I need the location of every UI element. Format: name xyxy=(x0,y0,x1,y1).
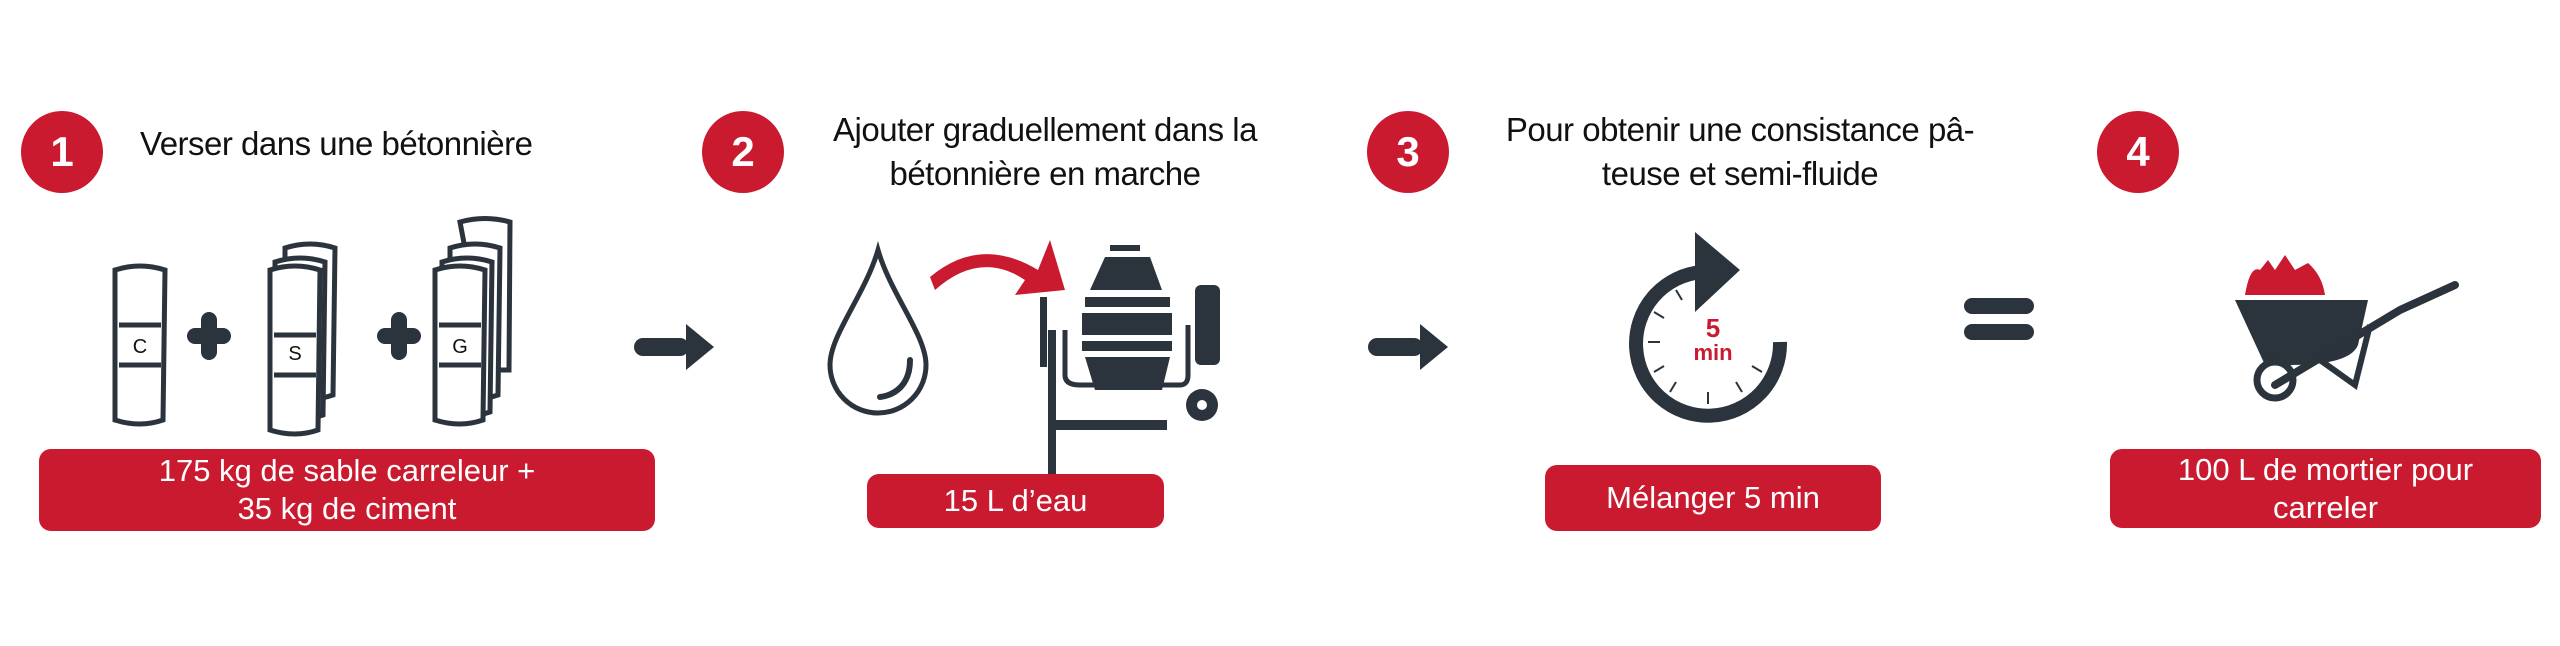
step-1-title-line: Verser dans une bétonnière xyxy=(140,125,533,162)
step-4-badge: 4 xyxy=(2097,111,2179,193)
step-1-badge: 1 xyxy=(21,111,103,193)
result-line: 100 L de mortier pour xyxy=(2177,451,2474,487)
step-2-badge: 2 xyxy=(702,111,784,193)
result-line: 15 L d’eau xyxy=(943,483,1088,518)
timer-value: 5 xyxy=(1706,313,1720,343)
timer-icon: 5 min xyxy=(1629,232,1788,423)
arrow-right-icon xyxy=(1368,324,1448,370)
step-3-result: Mélanger 5 min xyxy=(1545,465,1881,531)
step-1-result: 175 kg de sable carreleur + 35 kg de cim… xyxy=(39,449,655,531)
step-2-title-line: Ajouter graduellement dans la xyxy=(833,111,1257,148)
step-3-title-line: teuse et semi-fluide xyxy=(1601,155,1879,192)
result-line: 175 kg de sable carreleur + xyxy=(158,453,536,488)
bags-icon: C S G xyxy=(112,216,513,437)
bag-label: S xyxy=(288,343,301,365)
result-line: Mélanger 5 min xyxy=(1606,480,1820,515)
bag-label: G xyxy=(452,336,468,358)
step-1-title: Verser dans une bétonnière xyxy=(140,122,533,166)
equals-icon xyxy=(1964,298,2034,340)
step-2-title-line: bétonnière en marche xyxy=(889,155,1201,192)
wheelbarrow-icon xyxy=(2235,255,2459,402)
result-line: carreler xyxy=(2272,489,2379,525)
concrete-mixer-icon xyxy=(930,240,1220,482)
curved-arrow-icon xyxy=(930,240,1065,295)
result-line: 35 kg de ciment xyxy=(237,491,457,526)
timer-unit: min xyxy=(1693,340,1732,365)
arrow-right-icon xyxy=(634,324,714,370)
step-4-result: 100 L de mortier pour carreler xyxy=(2110,449,2541,528)
bag-label: C xyxy=(133,336,147,358)
step-2-title: Ajouter graduellement dans la bétonnière… xyxy=(780,108,1310,196)
step-3-title: Pour obtenir une consistance pâ- teuse e… xyxy=(1470,108,2010,196)
water-drop-icon xyxy=(827,241,929,416)
step-3-badge: 3 xyxy=(1367,111,1449,193)
step-2-result: 15 L d’eau xyxy=(867,474,1164,528)
step-3-title-line: Pour obtenir une consistance pâ- xyxy=(1505,111,1975,148)
